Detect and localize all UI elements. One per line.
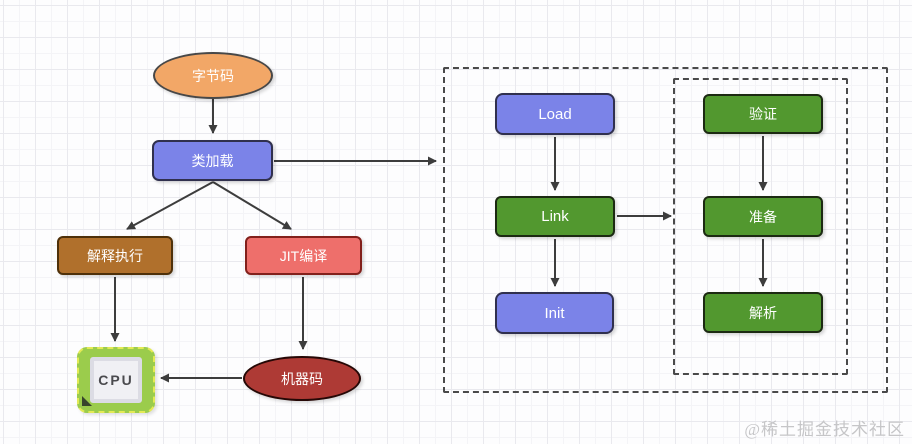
- node-verify-label: 验证: [749, 106, 777, 122]
- node-link: Link: [495, 196, 615, 237]
- watermark: @稀土掘金技术社区: [744, 420, 905, 439]
- class-loading-group-box: [443, 67, 888, 393]
- node-bytecode-label: 字节码: [192, 67, 234, 84]
- linking-detail-group-box: [673, 78, 848, 375]
- node-class-load-label: 类加载: [191, 152, 234, 169]
- node-interpret-label: 解释执行: [87, 247, 143, 264]
- edge-classload-jit: [212, 181, 292, 230]
- node-bytecode: 字节码: [153, 52, 273, 99]
- node-machine-code: 机器码: [243, 356, 361, 401]
- node-load: Load: [495, 93, 615, 135]
- node-jit-label: JIT编译: [279, 247, 328, 264]
- node-init-label: Init: [544, 304, 565, 322]
- node-init: Init: [495, 292, 614, 334]
- node-prepare-label: 准备: [749, 208, 777, 225]
- edge-classload-interpret: [126, 181, 214, 230]
- node-class-load: 类加载: [152, 140, 273, 181]
- node-verify: 验证: [703, 94, 823, 134]
- node-resolve-label: 解析: [749, 304, 777, 321]
- node-interpret: 解释执行: [57, 236, 173, 275]
- cpu-label: CPU: [98, 372, 134, 388]
- node-machine-code-label: 机器码: [281, 370, 323, 387]
- node-link-label: Link: [541, 208, 569, 225]
- node-resolve: 解析: [703, 292, 823, 333]
- cpu-corner-mark: [82, 396, 92, 406]
- node-load-label: Load: [538, 105, 572, 123]
- cpu-chip-icon: CPU: [77, 347, 155, 413]
- node-jit: JIT编译: [245, 236, 362, 275]
- cpu-die: CPU: [90, 357, 142, 403]
- node-prepare: 准备: [703, 196, 823, 237]
